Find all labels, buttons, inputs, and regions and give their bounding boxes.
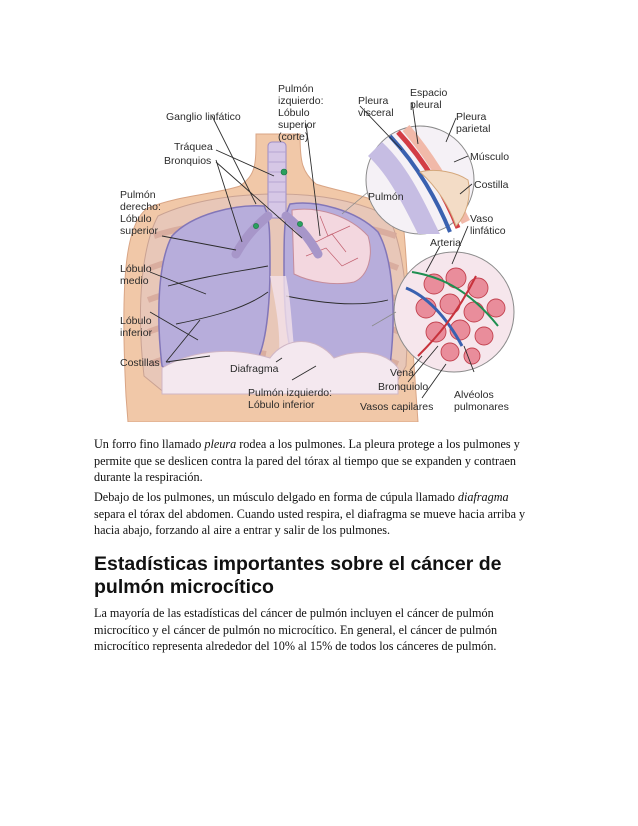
label-pulmon-inset: Pulmón — [368, 191, 404, 203]
label-alveolos-1: Alvéolos — [454, 389, 494, 401]
pleura-inset — [341, 125, 475, 235]
label-pulmon-izq-3: Lóbulo — [278, 107, 310, 119]
paragraph-statistics: La mayoría de las estadísticas del cánce… — [94, 606, 498, 654]
label-pulmon-der-4: superior — [120, 225, 158, 237]
label-pulmon-izq-inf-1: Pulmón izquierdo: — [248, 387, 332, 399]
label-costillas: Costillas — [120, 357, 160, 369]
label-vasos-capilares: Vasos capilares — [360, 401, 433, 413]
label-pulmon-der-3: Lóbulo — [120, 213, 152, 225]
label-pleura-parietal-2: parietal — [456, 123, 490, 135]
label-pulmon-der-1: Pulmón — [120, 189, 156, 201]
label-pulmon-izq-4: superior — [278, 119, 316, 131]
p2-term-diafragma: diafragma — [457, 490, 509, 504]
label-musculo: Músculo — [470, 151, 509, 163]
label-costilla: Costilla — [474, 179, 509, 191]
label-espacio-2: pleural — [410, 99, 442, 111]
label-lobulo-medio-1: Lóbulo — [120, 263, 152, 275]
label-lobulo-medio-2: medio — [120, 275, 149, 287]
label-pulmon-izq-1: Pulmón — [278, 83, 314, 95]
p1-after: rodea a los pulmones. La pleura protege … — [94, 437, 520, 485]
label-arteria: Arteria — [430, 237, 461, 249]
label-vaso-1: Vaso — [470, 213, 493, 225]
label-pulmon-izq-inf-2: Lóbulo inferior — [248, 399, 315, 411]
label-ganglio: Ganglio linfático — [166, 111, 241, 123]
left-lung-section — [291, 208, 371, 285]
label-pleura-visceral-2: visceral — [358, 107, 394, 119]
label-lobulo-inf-1: Lóbulo — [120, 315, 152, 327]
paragraph-pleura: Un forro fino llamado pleura rodea a los… — [94, 436, 540, 486]
p2-after: separa el tórax del abdomen. Cuando uste… — [94, 506, 526, 538]
label-diafragma: Diafragma — [230, 363, 279, 375]
label-pleura-parietal-1: Pleura — [456, 111, 487, 123]
label-pulmon-der-2: derecho: — [120, 201, 161, 213]
label-bronquios: Bronquios — [164, 155, 211, 167]
section-heading: Estadísticas importantes sobre el cáncer… — [94, 553, 502, 598]
label-vena: Vena — [390, 367, 414, 379]
trachea — [231, 141, 323, 259]
p1-before: Un forro fino llamado — [94, 437, 205, 451]
p2-before: Debajo de los pulmones, un músculo delga… — [94, 490, 458, 504]
diaphragm — [161, 341, 399, 395]
label-alveolos-2: pulmonares — [454, 401, 509, 413]
lung-anatomy-figure: Ganglio linfático Pulmón izquierdo: Lóbu… — [106, 76, 528, 422]
p1-term-pleura: pleura — [204, 437, 237, 451]
label-lobulo-inf-2: inferior — [120, 327, 153, 339]
label-vaso-2: linfático — [470, 225, 506, 237]
label-espacio-1: Espacio — [410, 87, 448, 99]
label-pulmon-izq-2: izquierdo: — [278, 95, 324, 107]
label-pulmon-izq-5: (corte) — [278, 131, 308, 143]
alveoli-inset — [371, 251, 515, 373]
label-pleura-visceral-1: Pleura — [358, 95, 389, 107]
paragraph-diafragma: Debajo de los pulmones, un músculo delga… — [94, 489, 540, 539]
label-bronquiolo: Bronquiolo — [378, 381, 428, 393]
label-traquea: Tráquea — [174, 141, 213, 153]
